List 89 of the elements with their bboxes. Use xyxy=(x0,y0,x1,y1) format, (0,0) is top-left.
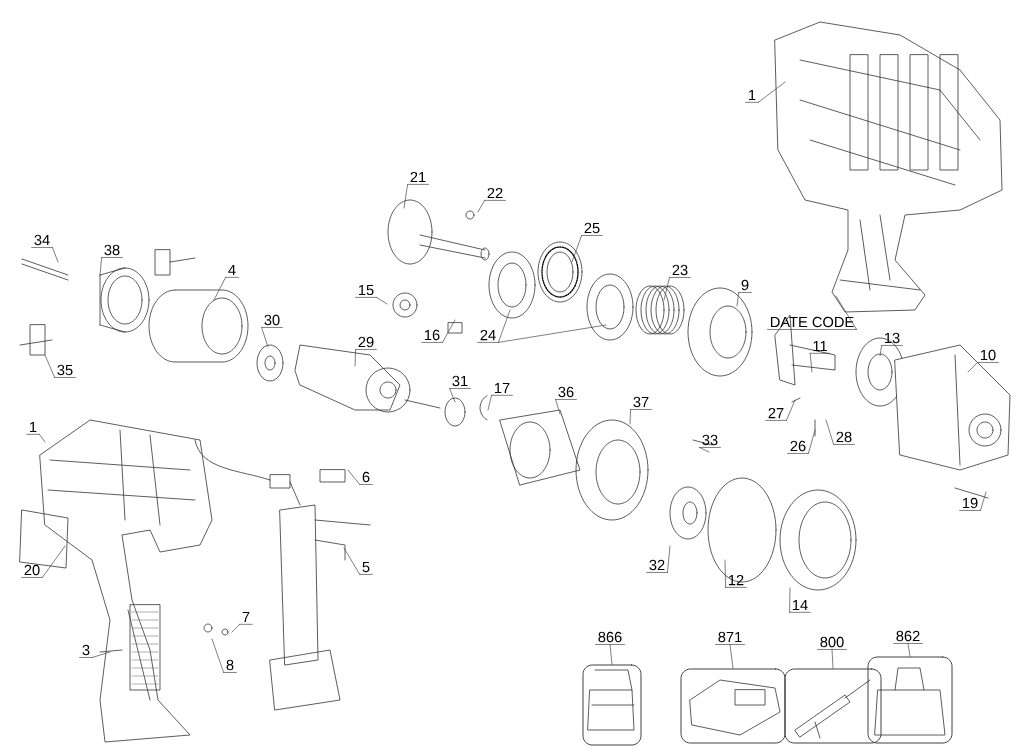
leader-line xyxy=(808,429,816,454)
callout-number: 27 xyxy=(765,407,787,421)
leader-line xyxy=(92,651,111,658)
callout-number: 16 xyxy=(421,329,443,343)
callout-number: 31 xyxy=(449,375,471,389)
callout-number: 17 xyxy=(491,382,513,396)
leader-line xyxy=(52,247,59,263)
callout-number: 1 xyxy=(26,421,40,435)
tool-bag-box xyxy=(867,656,953,744)
callout-number: 4 xyxy=(225,264,239,278)
callout-number: 10 xyxy=(977,349,999,363)
callout-number: 1 xyxy=(745,89,759,103)
leader-line xyxy=(44,354,55,378)
callout-number: 19 xyxy=(959,497,981,511)
leader-line xyxy=(213,277,226,301)
leader-line xyxy=(724,559,726,588)
leader-line xyxy=(347,469,360,485)
callout-number: 13 xyxy=(881,332,903,346)
leader-line xyxy=(609,644,613,665)
leader-line xyxy=(498,309,511,343)
leader-line xyxy=(555,399,561,415)
leader-line xyxy=(789,587,791,613)
leader-line xyxy=(42,545,66,578)
leader-line xyxy=(343,547,360,575)
callout-number: 32 xyxy=(646,559,668,573)
leader-line xyxy=(879,345,882,357)
callout-number: 33 xyxy=(699,434,721,448)
callout-number: 866 xyxy=(595,631,625,645)
callout-number: 20 xyxy=(21,564,43,578)
callout-number: 35 xyxy=(54,364,76,378)
callout-number: 29 xyxy=(355,336,377,350)
callout-number: 11 xyxy=(809,340,831,354)
leader-line xyxy=(699,447,710,453)
callout-number: 21 xyxy=(407,171,429,185)
callout-number: 22 xyxy=(484,187,506,201)
callout-number: 8 xyxy=(223,659,237,673)
leader-line xyxy=(758,81,786,103)
callout-number: 25 xyxy=(581,222,603,236)
leader-line xyxy=(403,184,408,209)
callout-number: 6 xyxy=(359,471,373,485)
leader-line xyxy=(629,409,631,425)
leader-line xyxy=(831,649,834,669)
callout-number: 28 xyxy=(833,431,855,445)
callout-number: 34 xyxy=(31,234,53,248)
leader-line xyxy=(729,644,734,669)
callout-number: 14 xyxy=(789,599,811,613)
callout-number: 37 xyxy=(630,396,652,410)
callout-number: 26 xyxy=(787,440,809,454)
callout-number: 862 xyxy=(893,630,923,644)
leader-line xyxy=(477,200,485,213)
callout-number: 800 xyxy=(817,636,847,650)
callout-number: 12 xyxy=(725,574,747,588)
callout-number: 15 xyxy=(355,284,377,298)
callout-number: 23 xyxy=(669,264,691,278)
callout-number: 30 xyxy=(261,314,283,328)
callout-number: 9 xyxy=(738,279,752,293)
leader-line xyxy=(487,395,492,411)
leader-line xyxy=(667,545,671,573)
date-code-label: DATE CODE xyxy=(767,316,857,330)
leader-line xyxy=(376,297,388,305)
leader-line xyxy=(825,419,834,445)
battery-pack-box xyxy=(582,664,642,746)
leader-line xyxy=(99,257,102,277)
leader-line xyxy=(442,319,456,343)
callout-number: 5 xyxy=(359,561,373,575)
leader-line xyxy=(231,624,240,633)
leader-line xyxy=(967,362,978,373)
leader-line xyxy=(211,638,224,673)
leader-line xyxy=(809,353,813,373)
callout-number: 36 xyxy=(555,386,577,400)
leader-line xyxy=(261,327,269,348)
grease-gun-box xyxy=(784,668,882,744)
leader-line xyxy=(736,292,739,307)
callout-number: 3 xyxy=(79,644,93,658)
leader-line xyxy=(663,277,670,301)
leader-line xyxy=(980,491,987,511)
leader-line xyxy=(786,399,796,421)
leader-line xyxy=(907,643,911,657)
leader-line xyxy=(354,349,356,367)
leader-line xyxy=(498,324,607,343)
leader-line xyxy=(449,388,456,403)
callout-number: 24 xyxy=(477,329,499,343)
callout-number: 871 xyxy=(715,631,745,645)
leader-line xyxy=(835,295,857,330)
callout-number: 7 xyxy=(239,611,253,625)
callout-number: 38 xyxy=(101,244,123,258)
leader-line xyxy=(39,434,46,443)
charger-box xyxy=(680,668,786,744)
leader-line xyxy=(571,235,582,263)
